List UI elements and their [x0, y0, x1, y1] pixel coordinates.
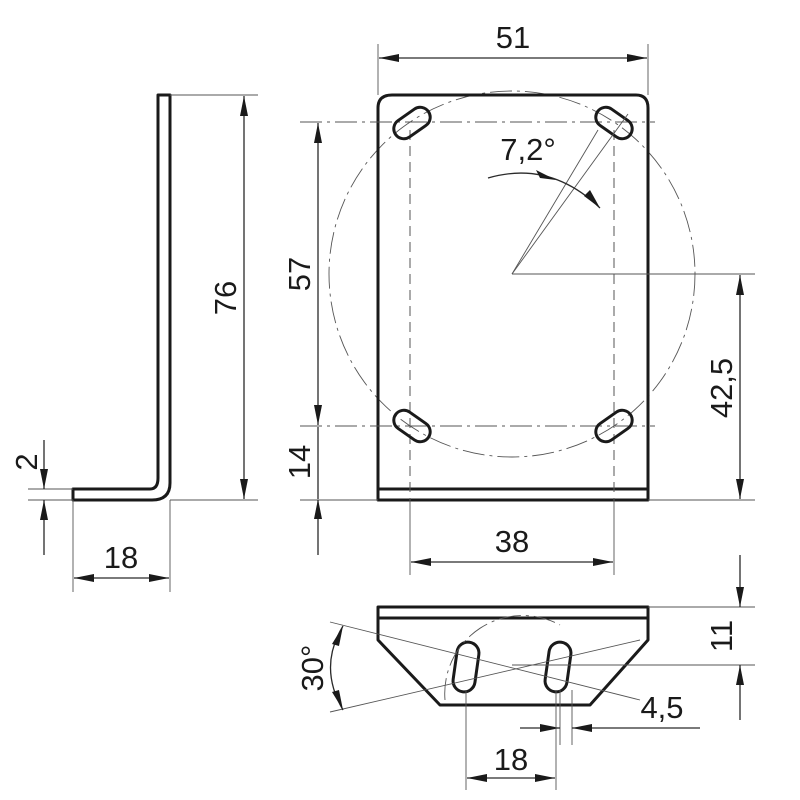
bottom-depth-label: 11 [704, 620, 739, 652]
bottom-slot-right [543, 640, 573, 694]
side-profile-outline [71, 93, 172, 502]
slot-horizontal-spacing-label: 38 [495, 524, 529, 559]
bottom-offset-label: 14 [282, 445, 317, 479]
slot-width-label: 4,5 [640, 690, 683, 725]
bottom-angle-label: 30° [295, 645, 330, 692]
side-height-label: 76 [208, 281, 243, 315]
side-view: 76 2 18 [9, 93, 258, 592]
bottom-slot-left [451, 640, 481, 694]
front-view: 7,2° 51 57 14 42,5 38 [282, 20, 755, 575]
front-plate-outline [376, 93, 650, 502]
front-width-label: 51 [496, 20, 530, 55]
mounting-slot-top-right [594, 105, 634, 141]
mounting-slot-top-left [392, 105, 432, 141]
bottom-view: 30° 11 4,5 18 [295, 555, 755, 790]
slot-angle-label: 7,2° [500, 132, 556, 167]
bottom-slot-spacing-label: 18 [494, 742, 528, 777]
bottom-plate-outline [376, 605, 650, 707]
slot-vertical-spacing-label: 57 [282, 257, 317, 291]
center-height-label: 42,5 [704, 358, 739, 418]
mounting-slot-bottom-left [392, 408, 432, 444]
thickness-label: 2 [9, 453, 44, 470]
mounting-slot-bottom-right [594, 408, 634, 444]
foot-length-label: 18 [104, 540, 138, 575]
